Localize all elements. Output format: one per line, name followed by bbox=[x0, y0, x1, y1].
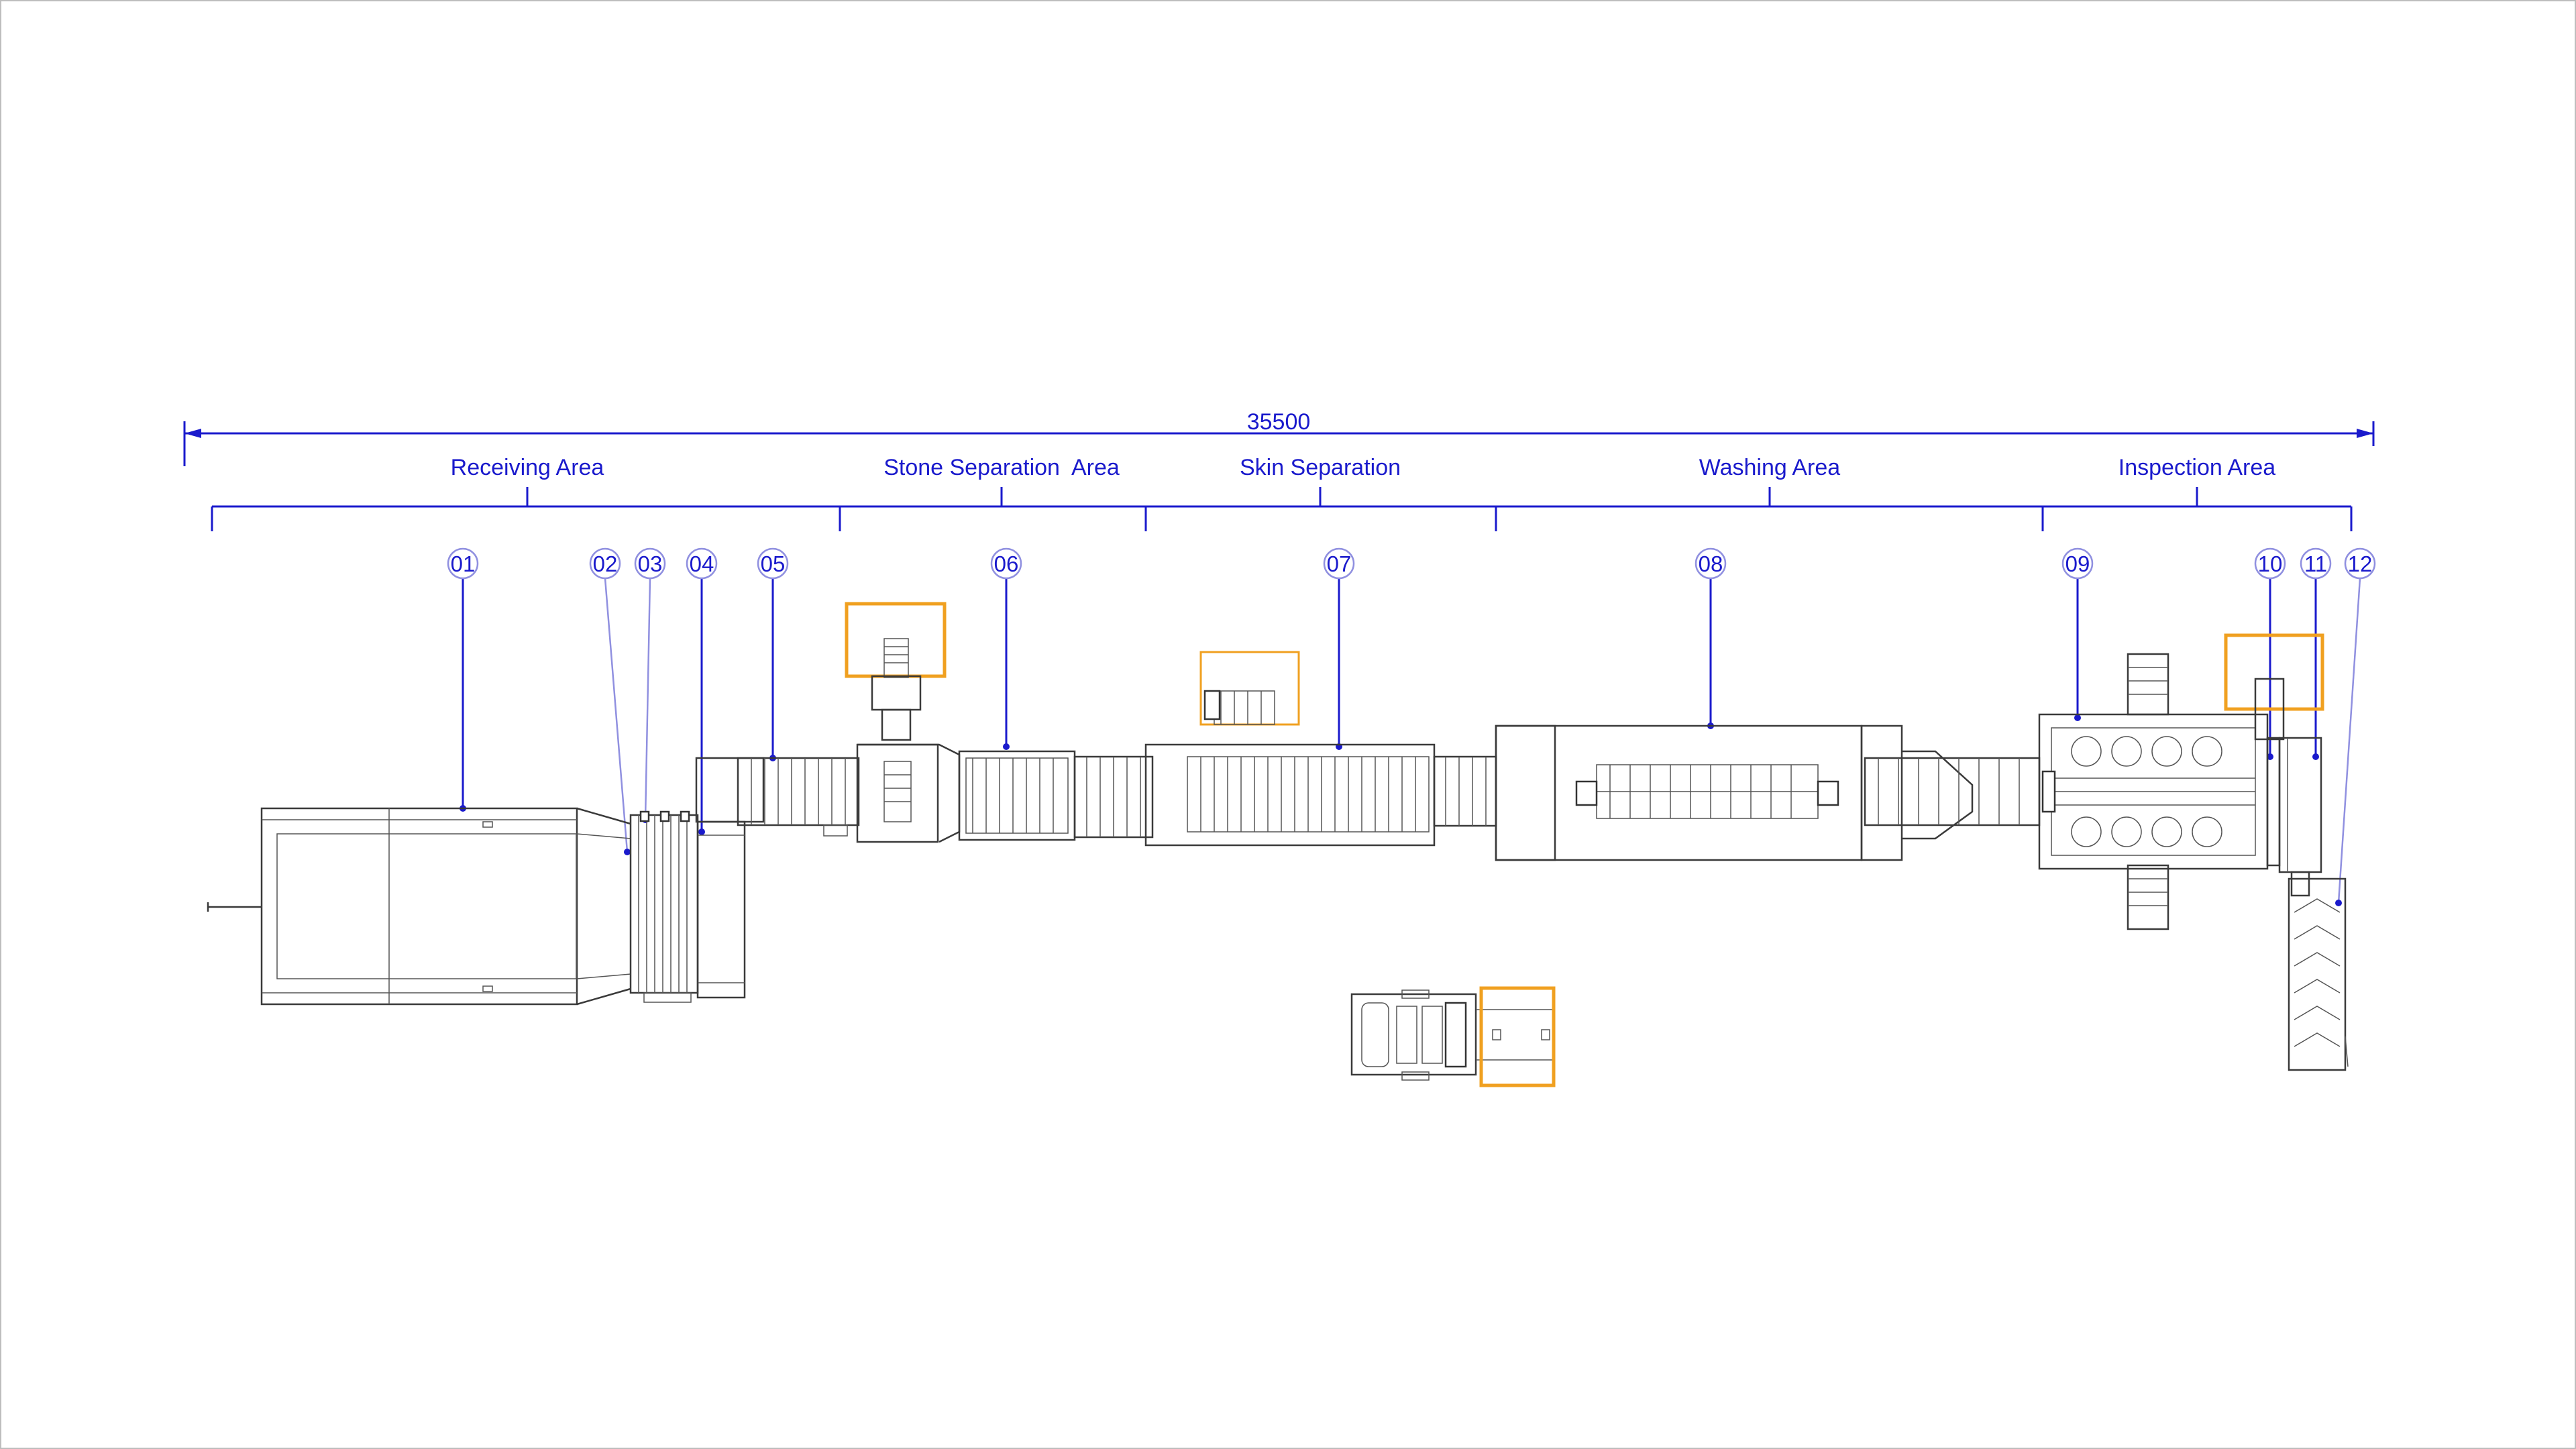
svg-text:02: 02 bbox=[593, 551, 618, 576]
overall-dimension: 35500 bbox=[183, 409, 2375, 466]
skin-separator bbox=[1144, 651, 1497, 847]
area-brackets: Receiving Area Stone Separation Area Ski… bbox=[211, 455, 2353, 531]
area-label-inspection: Inspection Area bbox=[2118, 455, 2275, 480]
callout-08: 08 bbox=[1695, 547, 1727, 580]
inspection-table bbox=[2038, 653, 2269, 930]
callout-02: 02 bbox=[589, 547, 621, 580]
callout-bubbles: 01 02 03 04 05 06 07 08 09 10 11 12 bbox=[447, 547, 2376, 580]
svg-text:09: 09 bbox=[2065, 551, 2090, 576]
callout-09: 09 bbox=[2061, 547, 2094, 580]
svg-text:10: 10 bbox=[2258, 551, 2283, 576]
svg-text:08: 08 bbox=[1699, 551, 1723, 576]
callout-03: 03 bbox=[634, 547, 666, 580]
callout-leaders bbox=[460, 578, 2361, 906]
svg-text:04: 04 bbox=[690, 551, 714, 576]
callout-12: 12 bbox=[2344, 547, 2376, 580]
receiving-hopper bbox=[207, 807, 631, 1006]
elevator-conveyors bbox=[629, 810, 746, 1003]
area-label-skin-separation: Skin Separation bbox=[1240, 455, 1401, 480]
area-label-stone-separation: Stone Separation Area bbox=[883, 455, 1120, 480]
area-label-washing: Washing Area bbox=[1699, 455, 1840, 480]
callout-06: 06 bbox=[990, 547, 1022, 580]
svg-text:07: 07 bbox=[1327, 551, 1352, 576]
callout-04: 04 bbox=[686, 547, 718, 580]
feed-conveyor bbox=[695, 757, 860, 837]
forklift bbox=[1350, 986, 1556, 1087]
callout-07: 07 bbox=[1323, 547, 1355, 580]
area-label-receiving: Receiving Area bbox=[451, 455, 604, 480]
washing-machine bbox=[1495, 724, 2041, 861]
output-elevator bbox=[2224, 633, 2349, 1071]
callout-01: 01 bbox=[447, 547, 479, 580]
svg-text:03: 03 bbox=[638, 551, 663, 576]
svg-text:01: 01 bbox=[451, 551, 476, 576]
stone-separator bbox=[845, 602, 1154, 843]
callout-05: 05 bbox=[757, 547, 789, 580]
callout-11: 11 bbox=[2300, 547, 2332, 580]
overall-dimension-value: 35500 bbox=[1247, 409, 1311, 435]
svg-text:06: 06 bbox=[994, 551, 1019, 576]
svg-text:11: 11 bbox=[2304, 551, 2327, 576]
svg-text:05: 05 bbox=[761, 551, 786, 576]
callout-10: 10 bbox=[2254, 547, 2286, 580]
svg-text:12: 12 bbox=[2348, 551, 2373, 576]
